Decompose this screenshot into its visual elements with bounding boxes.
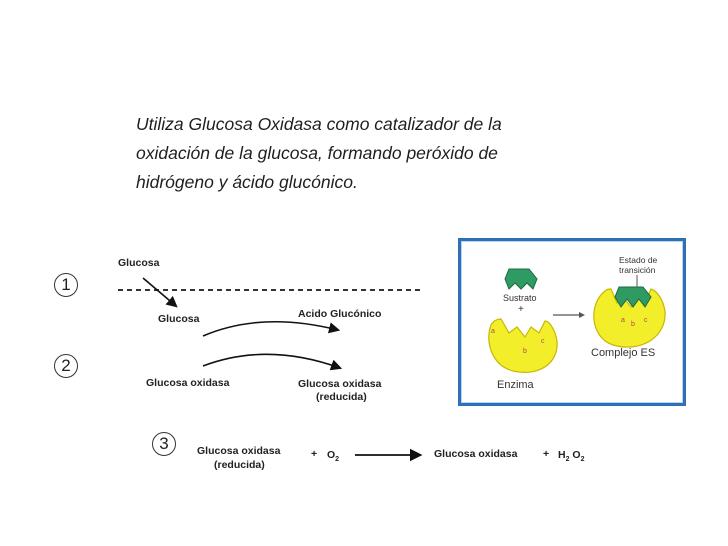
equation-plus-2: + — [543, 448, 550, 460]
substrate-plus: + — [518, 304, 524, 315]
enzyme-site-b: b — [523, 348, 527, 355]
substrate-label: Sustrato — [503, 293, 537, 303]
equation-plus-1: + — [311, 448, 318, 460]
substrate-shape — [504, 268, 538, 290]
reduced-oxidase-label: Glucosa oxidasa — [298, 378, 382, 390]
equation-reactant-note: (reducida) — [214, 459, 265, 471]
oxygen-formula: O2 — [327, 449, 339, 463]
complex-site-c: c — [644, 317, 648, 324]
h2o2-sub-2: 2 — [580, 456, 585, 464]
enzyme-shape — [488, 318, 558, 373]
hydrogen-peroxide-formula: H2 O2 — [558, 449, 585, 463]
h2o2-sub-1: 2 — [565, 456, 570, 464]
description-line-3: hidrógeno y ácido glucónico. — [136, 172, 358, 192]
equation-reactant-label: Glucosa oxidasa — [197, 445, 281, 457]
glucose-transport-arrow — [142, 277, 178, 308]
oxygen-symbol: O — [327, 449, 336, 461]
enzyme-label: Enzima — [497, 379, 534, 391]
glucose-oxidase-label: Glucosa oxidasa — [146, 377, 230, 389]
step-3-marker: 3 — [152, 432, 176, 456]
description-line-1: Utiliza Glucosa Oxidasa como catalizador… — [136, 114, 502, 134]
oxidase-reduction-arrow — [202, 353, 343, 371]
es-complex-label: Complejo ES — [591, 347, 656, 359]
enzyme-substrate-panel: Estado de transición Sustrato + Enzima C… — [458, 238, 686, 406]
transition-state-label-2: transición — [619, 265, 656, 275]
binding-arrowhead — [579, 312, 585, 318]
glucose-to-gluconic-arrow — [202, 320, 341, 337]
complex-site-a: a — [621, 317, 625, 324]
equation-product-label: Glucosa oxidasa — [434, 448, 518, 460]
h2o2-hydrogen: H — [558, 449, 566, 461]
gluconic-acid-label: Acido Glucónico — [298, 308, 382, 320]
step-2-marker: 2 — [54, 354, 78, 378]
complex-site-b: b — [631, 321, 635, 328]
enzyme-substrate-illustration — [488, 268, 666, 373]
step-1-marker: 1 — [54, 273, 78, 297]
oxygen-subscript: 2 — [335, 456, 340, 464]
description-paragraph: Utiliza Glucosa Oxidasa como catalizador… — [136, 110, 616, 197]
glucose-outside-label: Glucosa — [118, 257, 160, 269]
transition-state-label-1: Estado de — [619, 255, 658, 265]
enzyme-site-c: c — [541, 338, 545, 345]
reduced-note-label: (reducida) — [316, 391, 367, 403]
glucose-inside-label: Glucosa — [158, 313, 200, 325]
bound-substrate-shape — [614, 286, 652, 308]
enzyme-site-a: a — [491, 328, 495, 335]
description-line-2: oxidación de la glucosa, formando peróxi… — [136, 143, 498, 163]
h2o2-oxygen: O — [572, 449, 581, 461]
